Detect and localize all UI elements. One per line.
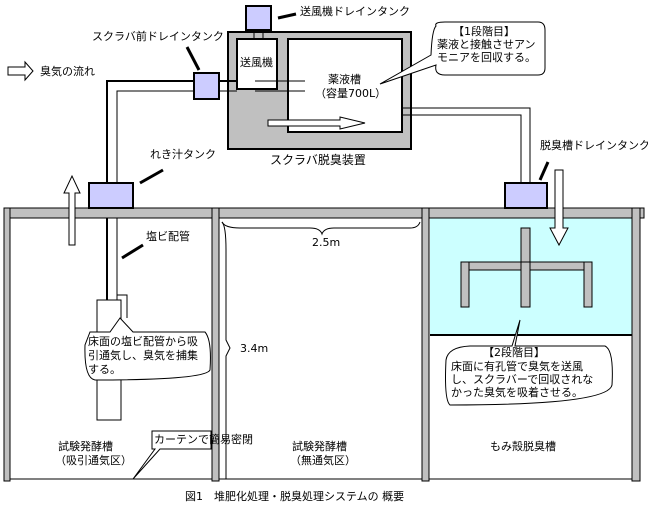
figure-caption: 図1 堆肥化処理・脱臭処理システムの 概要 xyxy=(185,489,404,503)
stage1-callout: 【1段階目】 薬液と接触させアン モニアを回収する。 xyxy=(379,21,546,85)
pointer-arrow-icon xyxy=(538,161,550,181)
width-dimension-label: 2.5m xyxy=(312,236,340,249)
stage2-callout: 【2段階目】 床面に有孔管で臭気を送風 し、スクラバーで回収されな かった臭気を… xyxy=(445,319,613,406)
tank1-sublabel: （吸引通気区） xyxy=(55,453,132,467)
suction-callout: 床面の塩ビ配管から吸 引通気し、臭気を捕集 する。 xyxy=(84,317,211,381)
chemical-tank xyxy=(287,38,403,133)
svg-text:【2段階目】: 【2段階目】 xyxy=(483,345,545,359)
blower-label: 送風機 xyxy=(240,55,273,69)
scrubber-pre-drain-tank-label: スクラバ前ドレインタンク xyxy=(92,29,224,43)
svg-text:かった臭気を吸着させる。: かった臭気を吸着させる。 xyxy=(451,385,583,399)
blower-drain-tank xyxy=(245,5,272,31)
chemical-tank-capacity: （容量700L） xyxy=(315,86,386,100)
tank2-sublabel: （無通気区） xyxy=(290,453,356,467)
pre-scrubber-drain-tank xyxy=(193,72,220,100)
blower-drain-tank-label: 送風機ドレインタンク xyxy=(300,4,410,18)
flow-arrow-icon xyxy=(63,174,81,246)
scrubber-unit: 送風機 薬液槽 （容量700L） スクラバ脱臭装置 xyxy=(227,31,412,167)
svg-text:床面に有孔管で臭気を送風: 床面に有孔管で臭気を送風 xyxy=(451,359,583,373)
deodorizer-drain-tank-label: 脱臭槽ドレインタンク xyxy=(540,138,648,152)
perforated-pipe xyxy=(460,227,593,308)
svg-text:し、スクラバーで回収されな: し、スクラバーで回収されな xyxy=(451,373,593,386)
leachate-tank-label: れき汁タンク xyxy=(150,148,216,161)
height-dimension xyxy=(221,221,231,479)
pvc-pipe-label: 塩ビ配管 xyxy=(146,229,190,243)
pointer-arrow-icon xyxy=(185,46,201,71)
flow-legend-label: 臭気の流れ xyxy=(40,64,95,78)
deodorizer-drain-tank xyxy=(504,182,548,209)
tank1-label: 試験発酵槽 xyxy=(58,439,113,453)
svg-text:引通気し、臭気を捕集: 引通気し、臭気を捕集 xyxy=(88,348,198,362)
svg-text:【1段階目】: 【1段階目】 xyxy=(453,24,515,38)
svg-text:する。: する。 xyxy=(88,363,121,376)
flow-legend: 臭気の流れ xyxy=(7,60,95,82)
svg-text:モニアを回収する。: モニアを回収する。 xyxy=(437,51,536,64)
scrubber-label: スクラバ脱臭装置 xyxy=(270,152,366,167)
svg-text:カーテンで簡易密閉: カーテンで簡易密閉 xyxy=(154,432,253,446)
pointer-arrow-icon xyxy=(121,243,144,260)
flow-arrow-icon xyxy=(7,60,34,82)
width-dimension xyxy=(221,221,421,236)
pointer-arrow-icon xyxy=(277,12,297,20)
svg-text:床面の塩ビ配管から吸: 床面の塩ビ配管から吸 xyxy=(88,334,198,348)
flow-arrow-icon xyxy=(549,169,569,247)
tank3-label: もみ殻脱臭槽 xyxy=(490,439,556,453)
pointer-arrow-icon xyxy=(139,168,164,185)
curtain-callout: カーテンで簡易密閉 xyxy=(132,430,253,480)
leachate-tank xyxy=(88,182,134,209)
tank2-label: 試験発酵槽 xyxy=(292,439,347,453)
chemical-tank-label: 薬液槽 xyxy=(328,72,361,86)
height-dimension-label: 3.4m xyxy=(240,342,268,355)
flow-arrow-icon xyxy=(267,116,366,130)
svg-text:薬液と接触させアン: 薬液と接触させアン xyxy=(437,37,536,51)
